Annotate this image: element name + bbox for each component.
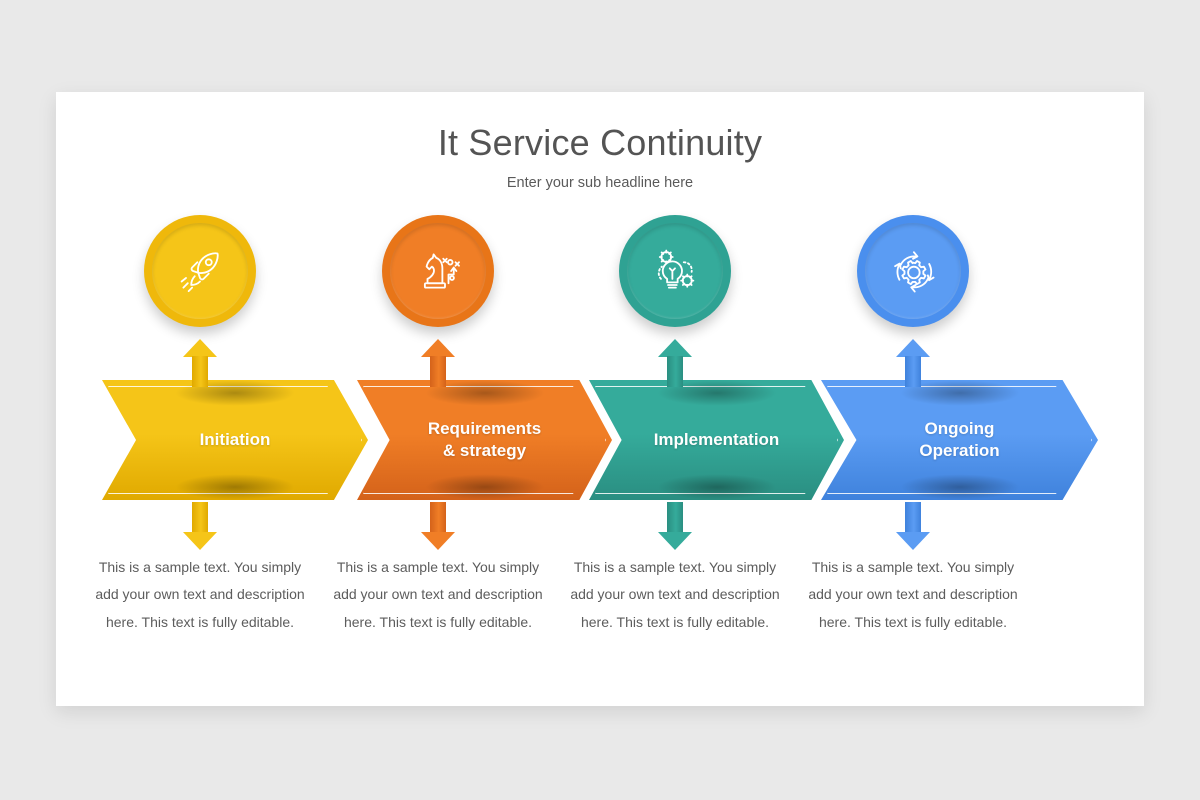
chevron-step-3[interactable]: Implementation [589, 380, 844, 500]
arrow-head [658, 339, 692, 357]
arrow-head [896, 532, 930, 550]
arrow-shaft [192, 356, 208, 387]
arrow-pass-shadow-bottom [656, 474, 777, 500]
arrow-shaft [905, 502, 921, 533]
chevron-label: Requirements & strategy [427, 418, 542, 460]
lightbulb-gears-icon [657, 249, 695, 289]
chevron-band: Initiation Requirements & strategy Imple… [56, 380, 1144, 500]
arrow-pass-shadow-bottom [175, 474, 295, 500]
chevron-label: Initiation [199, 429, 271, 449]
gear-cycle-icon [894, 251, 935, 293]
badge-inner-ring [627, 223, 723, 319]
chevron-step-4[interactable]: Ongoing Operation [821, 380, 1098, 500]
arrow-shaft [905, 356, 921, 387]
chevron-step-1[interactable]: Initiation [102, 380, 368, 500]
arrow-head [896, 339, 930, 357]
step-description-1: This is a sample text. You simply add yo… [95, 559, 305, 630]
arrow-shaft [667, 356, 683, 387]
arrow-pass-shadow-bottom [424, 474, 545, 500]
process-diagram: Initiation Requirements & strategy Imple… [56, 92, 1144, 706]
chevron-step-2[interactable]: Requirements & strategy [357, 380, 612, 500]
arrow-up-step-3 [658, 339, 692, 387]
step-description-2: This is a sample text. You simply add yo… [333, 559, 543, 630]
arrow-shaft [430, 502, 446, 533]
process-step-3: This is a sample text. You simply add yo… [556, 92, 794, 706]
chevron-face [821, 380, 1098, 500]
arrow-up-step-2 [421, 339, 455, 387]
chevron-label: Implementation [653, 429, 780, 449]
arrow-up-step-1 [183, 339, 217, 387]
page-title: It Service Continuity [437, 122, 763, 163]
badge-inner-ring [390, 223, 486, 319]
arrow-pass-shadow-bottom [899, 474, 1020, 500]
step-badge-1[interactable] [144, 215, 256, 327]
arrow-head [421, 339, 455, 357]
arrow-down-step-1 [183, 502, 217, 550]
chevron-face [589, 380, 844, 500]
step-description-3: This is a sample text. You simply add yo… [570, 559, 780, 630]
slide-canvas: It Service Continuity Enter your sub hea… [56, 92, 1144, 706]
step-badge-2[interactable] [382, 215, 494, 327]
arrow-head [183, 339, 217, 357]
arrow-head [421, 532, 455, 550]
chess-knight-strategy-icon [423, 253, 460, 289]
chevron-label: Ongoing Operation [919, 418, 1000, 460]
arrow-down-step-2 [421, 502, 455, 550]
arrow-down-step-4 [896, 502, 930, 550]
rocket-icon [180, 252, 219, 293]
process-step-1: This is a sample text. You simply add yo… [81, 92, 319, 706]
arrow-head [658, 532, 692, 550]
arrow-head [183, 532, 217, 550]
arrow-shaft [192, 502, 208, 533]
step-badge-4[interactable] [857, 215, 969, 327]
arrow-shaft [667, 502, 683, 533]
step-description-4: This is a sample text. You simply add yo… [808, 559, 1018, 630]
process-step-2: This is a sample text. You simply add yo… [319, 92, 557, 706]
chevron-face [357, 380, 612, 500]
page-subtitle: Enter your sub headline here [506, 175, 694, 191]
arrow-down-step-3 [658, 502, 692, 550]
badge-inner-ring [865, 223, 961, 319]
step-badge-3[interactable] [619, 215, 731, 327]
process-step-4: This is a sample text. You simply add yo… [794, 92, 1032, 706]
arrow-up-step-4 [896, 339, 930, 387]
chevron-face [102, 380, 368, 500]
arrow-shaft [430, 356, 446, 387]
badge-inner-ring [152, 223, 248, 319]
